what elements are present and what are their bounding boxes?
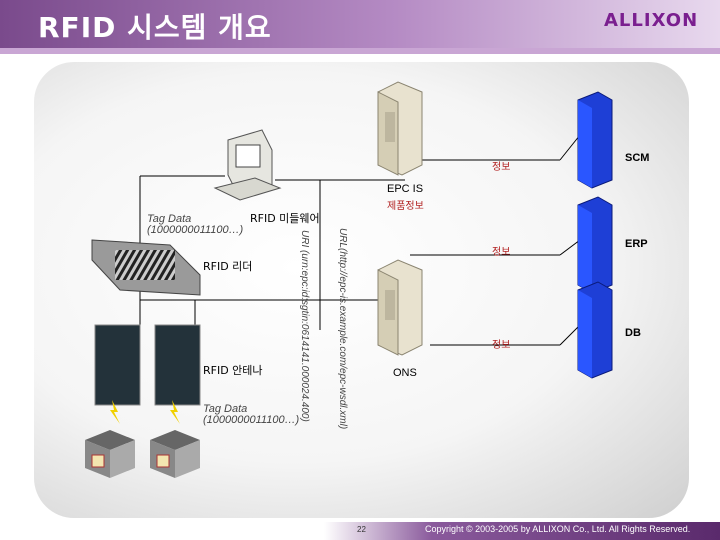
ons-label: ONS [393, 367, 417, 379]
tagged-box-right-icon [150, 430, 200, 478]
copyright-text: Copyright © 2003-2005 by ALLIXON Co., Lt… [425, 524, 691, 534]
info-label-db: 정보 [492, 340, 511, 351]
connection-lines [139, 134, 581, 346]
scm-server-icon [577, 91, 613, 189]
uri-label: URI (urn:epc:id:sgtin:0614141.000024.400… [299, 230, 310, 422]
rfid-antenna-right-icon [154, 324, 201, 406]
tagged-box-left-icon [85, 430, 135, 478]
info-label-scm: 정보 [492, 162, 511, 173]
company-logo: ALLIXON [604, 10, 699, 31]
antenna-label: RFID 안테나 [203, 364, 263, 377]
header-banner [0, 0, 720, 48]
epc-is-server-icon [377, 81, 423, 176]
reader-label: RFID 리더 [203, 260, 253, 273]
url-label: URL(http://epc-is.example.com/epc-wsdl.x… [337, 228, 348, 430]
middleware-computer-icon [213, 129, 282, 201]
page-number: 22 [357, 525, 366, 534]
header-divider [0, 48, 720, 54]
footer-band [0, 522, 720, 540]
tag-data-bottom-label: Tag Data (1000000011100…) [203, 403, 300, 426]
signal-lightning-icons [110, 400, 180, 424]
info-label-erp: 정보 [492, 247, 511, 258]
product-info-label: 제품정보 [387, 201, 424, 212]
erp-server-icon [577, 196, 613, 294]
rfid-antenna-left-icon [94, 324, 141, 406]
erp-label: ERP [625, 238, 648, 250]
middleware-label: RFID 미들웨어 [250, 212, 320, 225]
ons-server-icon [377, 259, 423, 356]
rfid-reader-icon [91, 239, 201, 296]
page-title: RFID 시스템 개요 [38, 11, 272, 44]
db-label: DB [625, 327, 641, 339]
db-server-icon [577, 281, 613, 379]
epc-is-label: EPC IS [387, 183, 424, 195]
tag-data-top-label: Tag Data (1000000011100…) [147, 213, 244, 236]
scm-label: SCM [625, 152, 650, 164]
